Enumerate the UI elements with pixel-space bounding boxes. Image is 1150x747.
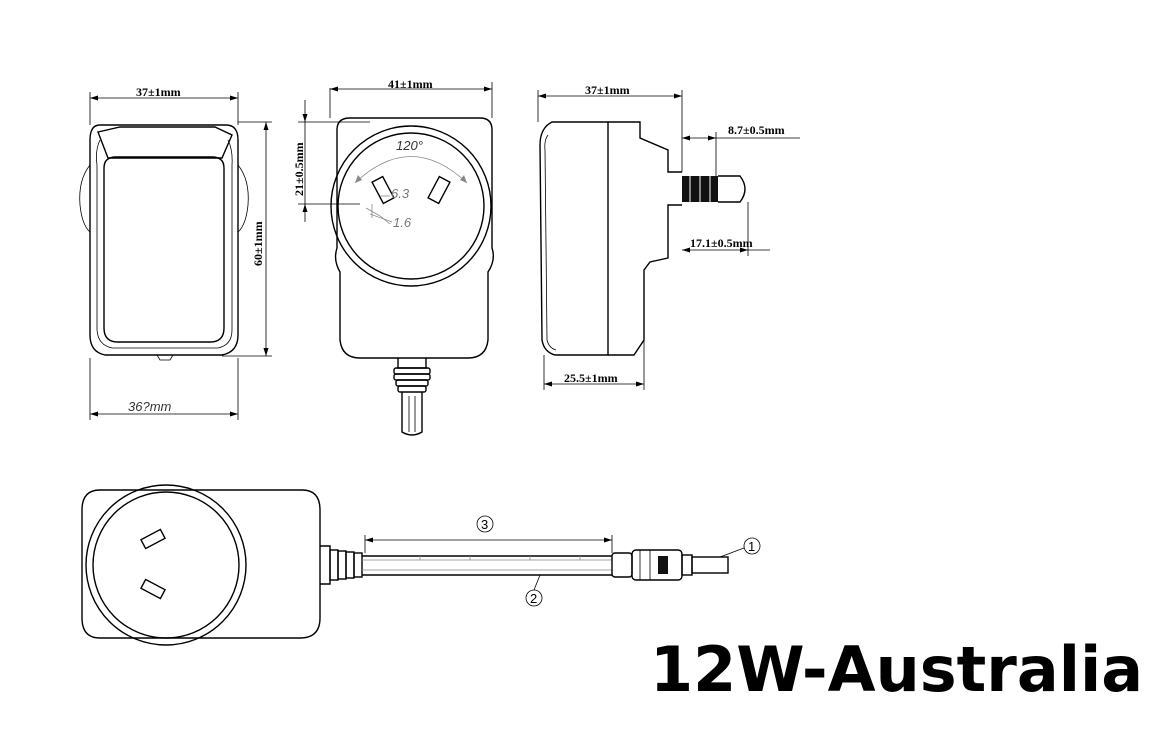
pin-left <box>371 175 395 205</box>
pin-length-label: 17.1±0.5mm <box>690 236 753 250</box>
product-title: 12W-Australia <box>650 633 1144 706</box>
side-pin <box>682 175 746 203</box>
angle-label: 120° <box>396 138 423 153</box>
face-width-label: 41±1mm <box>388 77 433 91</box>
socket-face-inner <box>337 132 485 280</box>
side-depth-label: 25.5±1mm <box>564 371 618 385</box>
strain-relief <box>393 358 431 436</box>
front-bottom-width-label: 36?mm <box>128 399 172 414</box>
face-pin-offset-label: 21±0.5mm <box>292 142 306 196</box>
side-view: 37±1mm 8.7±0.5mm 17.1±0.5mm 25.5±1mm <box>537 83 800 390</box>
callout-dc-plug: 1 <box>748 539 755 554</box>
callout-cable-length: 3 <box>481 517 488 532</box>
pin-thickness-label: 1.6 <box>393 215 412 230</box>
pin-width-label: 6.3 <box>391 186 410 201</box>
face-view: 120° 6.3 1.6 41±1mm 21±0.5mm <box>292 77 495 436</box>
front-height-label: 60±1mm <box>251 221 265 266</box>
side-width-label: 37±1mm <box>585 83 630 97</box>
dc-plug <box>611 549 729 581</box>
pin-right <box>427 175 451 205</box>
pin-pitch-label: 8.7±0.5mm <box>728 123 785 137</box>
socket-face-outer <box>330 125 492 287</box>
callout-cable: 2 <box>530 591 537 606</box>
cable <box>362 555 612 576</box>
front-view: 37±1mm 60±1mm 36?mm <box>79 85 272 420</box>
front-width-label: 37±1mm <box>136 85 181 99</box>
bottom-view: 3 1 2 <box>81 484 761 646</box>
